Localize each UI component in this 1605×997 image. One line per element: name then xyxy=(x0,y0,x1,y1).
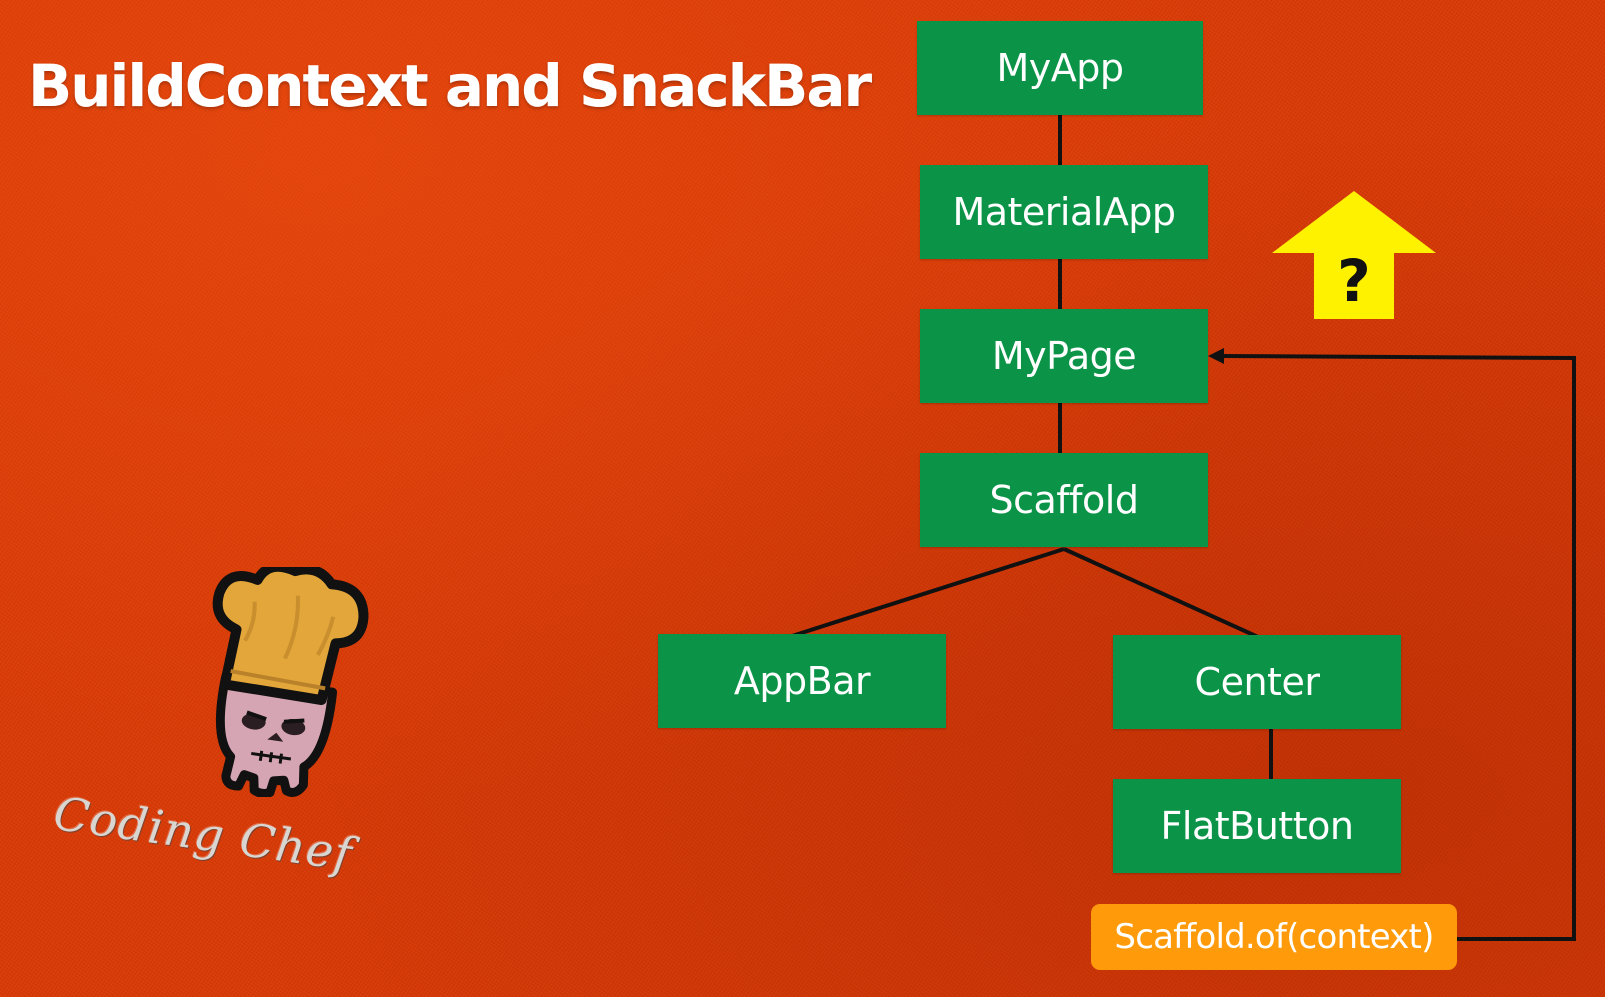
lookup-arrowhead xyxy=(1208,348,1224,364)
up-arrow-question-icon: ? xyxy=(1272,191,1436,319)
edge-scaffold-center xyxy=(1063,547,1259,639)
scaffold-of-context-label: Scaffold.of(context) xyxy=(1091,904,1457,970)
slide-title: BuildContext and SnackBar xyxy=(28,52,872,120)
node-materialapp: MaterialApp xyxy=(920,165,1208,259)
node-flatbutton: FlatButton xyxy=(1113,779,1401,873)
node-appbar: AppBar xyxy=(658,634,946,728)
node-mypage: MyPage xyxy=(920,309,1208,403)
lookup-path xyxy=(1217,354,1576,941)
node-center: Center xyxy=(1113,635,1401,729)
node-myapp: MyApp xyxy=(917,21,1203,115)
node-scaffold: Scaffold xyxy=(920,453,1208,547)
edge-scaffold-appbar xyxy=(791,547,1065,638)
chef-hat-skull-icon xyxy=(212,567,369,797)
question-mark: ? xyxy=(1337,247,1371,315)
